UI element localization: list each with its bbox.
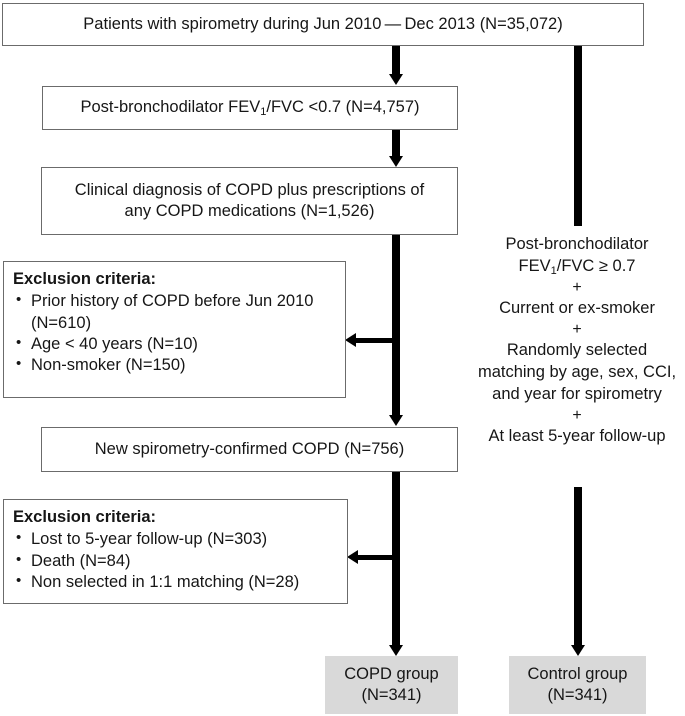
control-fev-subscript: 1 — [550, 264, 557, 277]
exclusion2-list: Lost to 5-year follow-up (N=303) Death (… — [13, 528, 299, 593]
list-item: Non selected in 1:1 matching (N=28) — [13, 571, 299, 593]
connector-postbd-to-clinical — [392, 129, 400, 157]
node-postbronchodilator: Post-bronchodilator FEV1/FVC <0.7 (N=4,7… — [42, 86, 458, 130]
list-item: Age < 40 years (N=10) — [13, 333, 337, 355]
plus-sign-1: + — [572, 278, 582, 296]
postbd-subscript: 1 — [260, 106, 267, 119]
arrowhead-exclusion1 — [345, 333, 356, 347]
control-criteria-line5: matching by age, sex, CCI, — [477, 362, 677, 381]
node-control-group: Control group (N=341) — [509, 656, 646, 714]
node-clinical-line1: Clinical diagnosis of COPD plus prescrip… — [74, 180, 425, 199]
list-item: Prior history of COPD before Jun 2010 (N… — [13, 290, 337, 333]
control-criteria-line7: At least 5-year follow-up — [488, 426, 666, 445]
connector-clinical-to-newcopd — [392, 234, 400, 416]
postbd-text-post: /FVC <0.7 (N=4,757) — [266, 98, 420, 117]
plus-sign-3: + — [572, 406, 582, 424]
copd-group-line1: COPD group — [344, 664, 439, 683]
plus-sign-2: + — [572, 320, 582, 338]
connector-branch-exclusion1 — [355, 338, 395, 343]
postbd-text-pre: Post-bronchodilator FEV — [80, 98, 261, 117]
control-criteria-line6: and year for spirometry — [492, 384, 662, 403]
arrowhead-to-postbd — [389, 74, 403, 85]
node-cohort: Patients with spirometry during Jun 2010… — [2, 3, 644, 46]
control-group-line2: (N=341) — [547, 686, 608, 704]
node-control-criteria: Post-bronchodilator FEV1/FVC ≥ 0.7 + Cur… — [469, 234, 685, 448]
exclusion1-list: Prior history of COPD before Jun 2010 (N… — [13, 290, 337, 376]
connector-branch-exclusion2 — [357, 555, 395, 560]
node-clinical-diagnosis: Clinical diagnosis of COPD plus prescrip… — [41, 167, 458, 235]
control-criteria-line1: Post-bronchodilator — [505, 235, 649, 253]
connector-cohort-to-control-criteria — [574, 45, 582, 226]
arrowhead-to-copdgroup — [389, 645, 403, 656]
list-item: Death (N=84) — [13, 550, 299, 572]
list-item: Non-smoker (N=150) — [13, 354, 337, 376]
control-fev-post: /FVC ≥ 0.7 — [556, 256, 636, 275]
list-item: Lost to 5-year follow-up (N=303) — [13, 528, 299, 550]
control-group-line1: Control group — [527, 664, 628, 683]
control-criteria-line2: FEV1/FVC ≥ 0.7 — [518, 256, 636, 277]
node-copd-group: COPD group (N=341) — [325, 656, 458, 714]
exclusion1-title: Exclusion criteria: — [13, 270, 157, 288]
arrowhead-to-clinical — [389, 156, 403, 167]
control-criteria-line3: Current or ex-smoker — [499, 298, 655, 317]
arrowhead-to-newcopd — [389, 415, 403, 426]
node-exclusion-criteria-1: Exclusion criteria: Prior history of COP… — [3, 261, 346, 398]
control-criteria-line4: Randomly selected — [506, 340, 648, 359]
connector-control-criteria-to-controlgroup — [574, 487, 582, 646]
node-exclusion-criteria-2: Exclusion criteria: Lost to 5-year follo… — [3, 499, 348, 604]
node-cohort-label: Patients with spirometry during Jun 2010… — [83, 14, 563, 33]
node-postbronchodilator-label: Post-bronchodilator FEV1/FVC <0.7 (N=4,7… — [80, 97, 419, 118]
node-new-spirometry-confirmed-copd: New spirometry-confirmed COPD (N=756) — [41, 427, 458, 472]
connector-newcopd-to-copdgroup — [392, 471, 400, 646]
arrowhead-to-controlgroup — [571, 645, 585, 656]
connector-cohort-to-postbd — [392, 45, 400, 75]
exclusion2-title: Exclusion criteria: — [13, 508, 157, 526]
copd-group-line2: (N=341) — [361, 686, 422, 704]
node-newcopd-label: New spirometry-confirmed COPD (N=756) — [94, 439, 405, 458]
arrowhead-exclusion2 — [347, 550, 358, 564]
control-fev-pre: FEV — [518, 256, 551, 275]
node-clinical-line2: any COPD medications (N=1,526) — [124, 202, 375, 220]
